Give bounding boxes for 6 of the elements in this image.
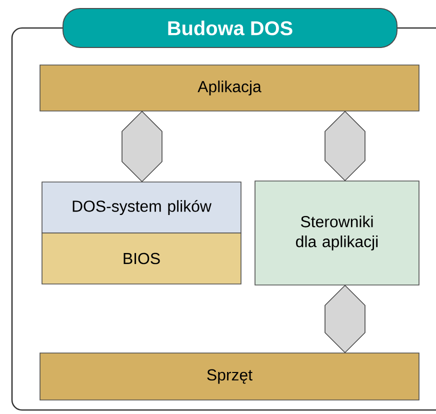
layer-box: BIOS (42, 232, 242, 284)
layer-box: Aplikacja (40, 64, 420, 112)
layer-box: Sterowniki dla aplikacji (254, 180, 420, 286)
layer-box: DOS-system plików (42, 182, 242, 234)
layer-box: Sprzęt (40, 352, 420, 400)
title-banner: Budowa DOS (62, 8, 398, 48)
